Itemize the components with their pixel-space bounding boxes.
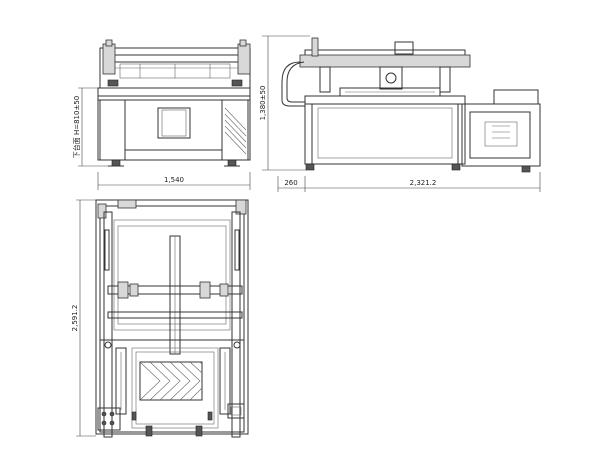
dimension-side-height: 1,380±50 [259,35,310,171]
dimension-label-side-offset: 260 [284,179,297,187]
dimension-label-front-height: 下台面 H=810±50 [72,96,81,159]
dimension-label-side-height: 1,380±50 [259,86,267,121]
side-view [281,37,541,173]
dimension-label-front-width: 1,540 [164,176,184,184]
dimension-front-height: 下台面 H=810±50 [72,87,108,167]
dimension-label-top-length: 2,591.2 [71,305,79,332]
front-view [97,39,251,167]
dimension-label-side-length: 2,321.2 [410,179,437,187]
dimension-side-length: 260 2,321.2 [277,172,541,192]
dimension-front-width: 1,540 [97,172,251,190]
dimension-top-length: 2,591.2 [71,199,96,437]
top-view [95,199,249,438]
